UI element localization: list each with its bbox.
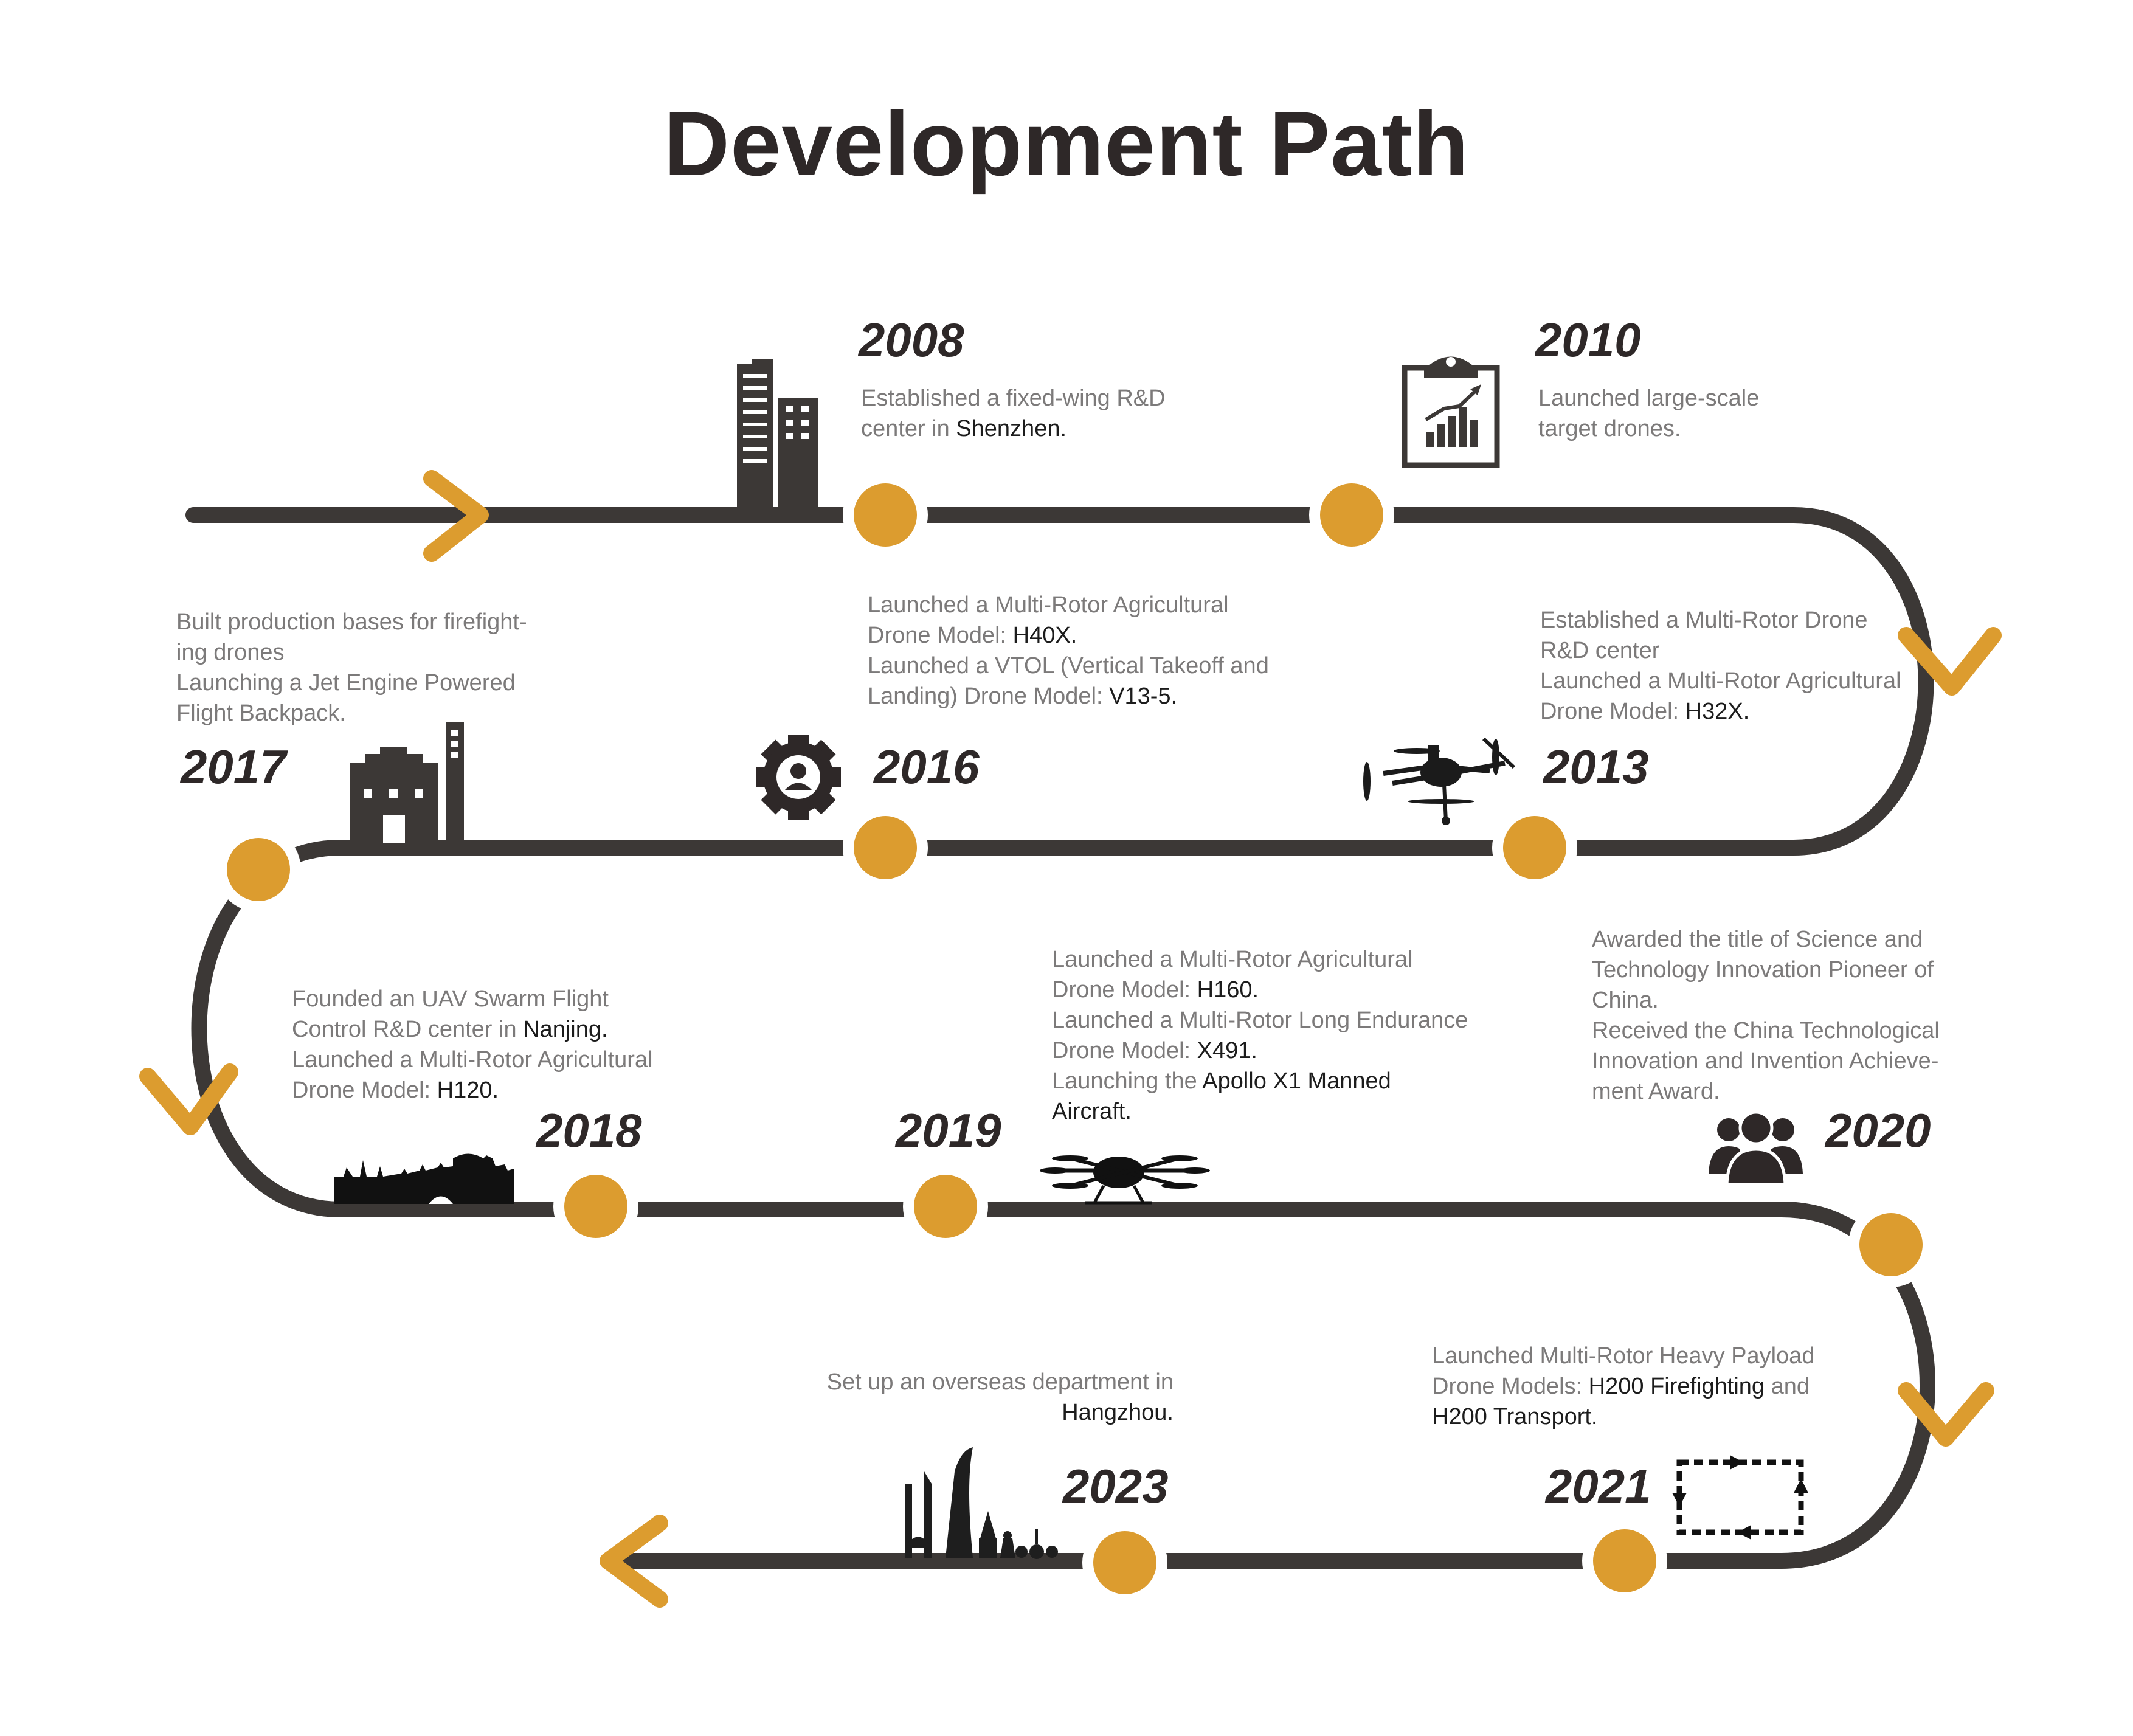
transport-arrows-icon	[1672, 1455, 1808, 1540]
year-label-2008: 2008	[859, 313, 964, 367]
multirotor-drone-icon	[1363, 737, 1516, 825]
milestone-node-2016	[843, 805, 928, 890]
direction-chevron-left	[600, 1515, 668, 1608]
milestone-description-2010: Launched large-scale target drones.	[1538, 386, 1760, 441]
page-title: Development Path	[663, 92, 1470, 195]
milestone-node-2010	[1309, 472, 1394, 558]
timeline-track	[185, 507, 1935, 1569]
direction-chevron-down	[139, 1063, 238, 1135]
milestone-description-2016: Launched a Multi-Rotor Agricultural Dron…	[868, 592, 1269, 709]
year-label-2017: 2017	[181, 740, 286, 794]
milestone-description-2019: Launched a Multi-Rotor Agricultural Dron…	[1052, 947, 1468, 1124]
year-label-2020: 2020	[1825, 1104, 1931, 1157]
milestone-node-2013	[1492, 805, 1577, 890]
milestone-description-2020: Awarded the title of Science and Technol…	[1592, 927, 1940, 1104]
milestone-node-2021	[1582, 1518, 1667, 1603]
year-label-2021: 2021	[1546, 1459, 1651, 1513]
clipboard-chart-icon	[1402, 356, 1500, 468]
nanjing-skyline-icon	[334, 1153, 514, 1204]
direction-chevron-down	[1898, 1382, 1994, 1447]
heavy-drone-icon	[1040, 1155, 1210, 1205]
milestone-description-2013: Established a Multi-Rotor Drone R&D cent…	[1540, 607, 1901, 724]
factory-icon	[350, 722, 464, 844]
year-label-2010: 2010	[1535, 313, 1641, 367]
milestone-node-2023	[1082, 1520, 1167, 1605]
people-group-icon	[1709, 1110, 1803, 1186]
year-label-2016: 2016	[874, 740, 980, 794]
milestone-node-2008	[843, 472, 928, 558]
milestone-description-2018: Founded an UAV Swarm Flight Control R&D …	[292, 986, 653, 1103]
milestone-description-2008: Established a fixed-wing R&D center in S…	[861, 386, 1166, 441]
hangzhou-skyline-icon	[905, 1447, 1058, 1559]
direction-chevron-down	[1898, 627, 2002, 696]
milestone-description-2021: Launched Multi-Rotor Heavy Payload Drone…	[1432, 1343, 1815, 1430]
gear-user-icon	[756, 735, 841, 820]
year-label-2013: 2013	[1543, 740, 1649, 794]
year-label-2023: 2023	[1063, 1459, 1169, 1513]
milestone-node-2017	[216, 827, 301, 912]
milestone-node-2018	[553, 1164, 638, 1249]
milestone-description-2023: Set up an overseas department in Hangzho…	[826, 1369, 1174, 1425]
milestone-node-2019	[903, 1164, 988, 1249]
year-label-2019: 2019	[896, 1104, 1001, 1157]
milestone-description-2017: Built production bases for firefight- in…	[176, 609, 527, 726]
year-label-2018: 2018	[536, 1104, 642, 1157]
office-building-icon	[737, 359, 818, 508]
milestone-node-2020	[1848, 1202, 1934, 1287]
direction-chevron-right	[423, 470, 489, 562]
